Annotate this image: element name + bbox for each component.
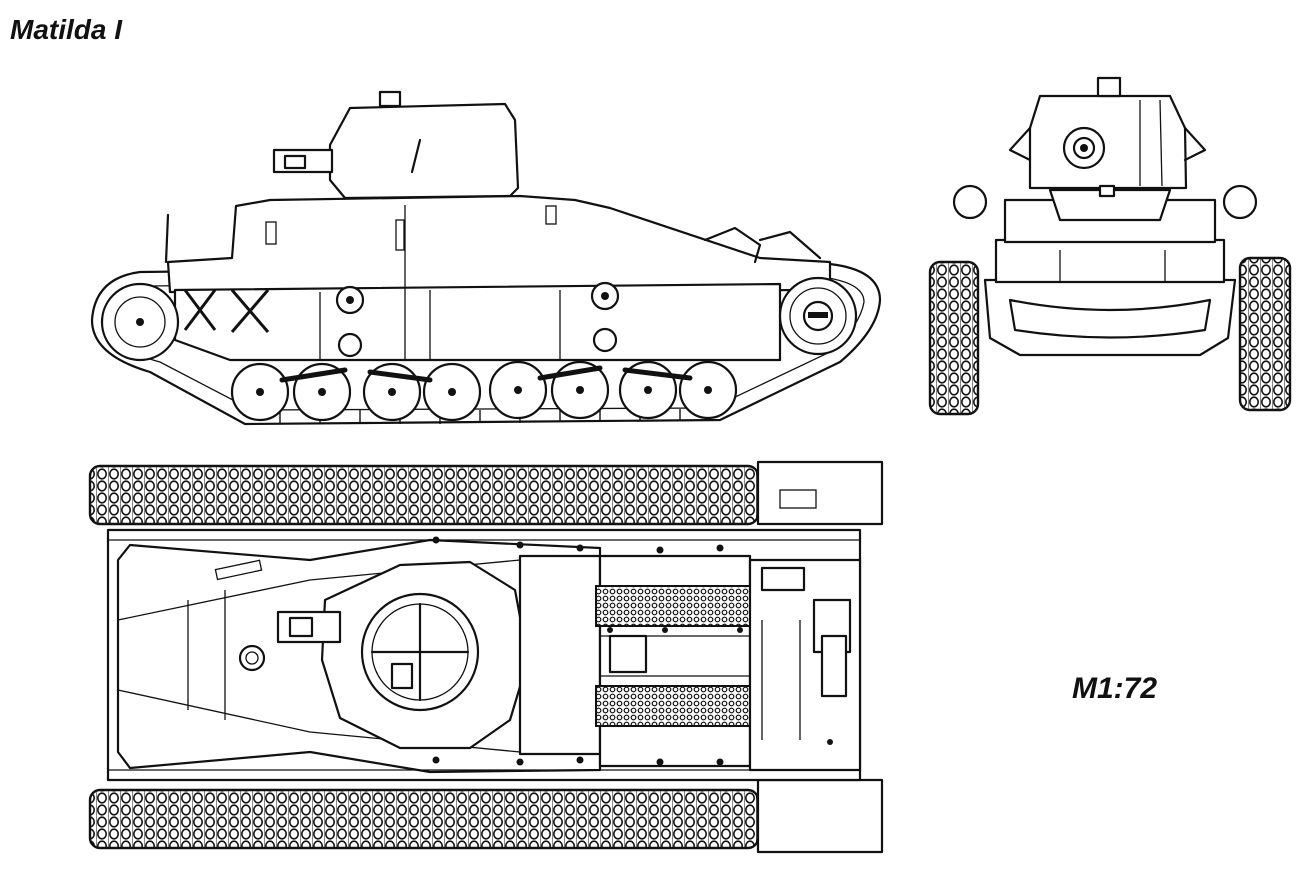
side-cupola xyxy=(378,90,402,108)
scale-label: M1:72 xyxy=(1072,672,1158,705)
top-engine-grille-upper xyxy=(595,585,751,627)
front-turret xyxy=(1028,94,1188,190)
top-bolts xyxy=(432,536,833,766)
front-track-left xyxy=(928,260,980,416)
side-track-outline xyxy=(90,262,882,426)
top-engine-grille-lower xyxy=(595,685,751,727)
side-suspension-plate xyxy=(173,282,782,362)
top-view xyxy=(88,460,884,854)
top-hatch-driver xyxy=(238,644,266,672)
side-turret xyxy=(328,102,520,200)
side-view xyxy=(90,90,882,426)
side-x-marks xyxy=(183,289,270,333)
top-rear-box-upper xyxy=(756,460,884,526)
top-track-lower xyxy=(88,788,760,850)
top-rear-box-lower xyxy=(756,778,884,854)
front-headlight-right xyxy=(1222,184,1258,220)
front-track-right xyxy=(1238,256,1292,412)
top-track-upper xyxy=(88,464,760,526)
front-headlight-left xyxy=(952,184,988,220)
drawing-title: Matilda I xyxy=(10,14,123,45)
front-view xyxy=(928,76,1292,416)
side-road-wheels xyxy=(230,360,738,422)
